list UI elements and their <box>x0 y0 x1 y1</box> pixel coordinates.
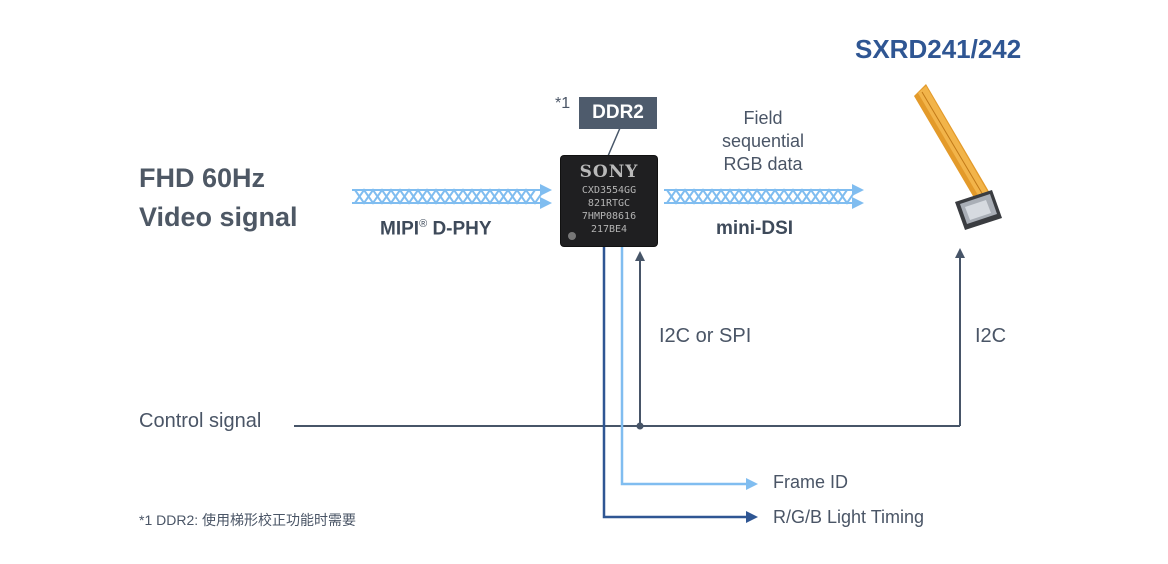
ddr2-note-mark: *1 <box>555 95 571 112</box>
sxrd-device-image <box>914 84 1002 230</box>
control-signal-lines <box>294 248 965 427</box>
mipi-dphy-label: MIPI® D-PHY <box>380 218 492 240</box>
control-junction-dot <box>636 422 644 430</box>
frame-id-label: Frame ID <box>773 472 849 492</box>
chip-marking-line: 821RTGC <box>587 198 631 209</box>
chip-pin1-dot <box>568 232 576 240</box>
chip-control-link-label: I2C or SPI <box>659 325 752 347</box>
input-signal-line2: Video signal <box>139 202 298 232</box>
control-signal-label: Control signal <box>139 410 262 432</box>
footnote: *1 DDR2: 使用梯形校正功能时需要 <box>139 512 357 528</box>
chip-marking-line: 217BE4 <box>590 224 628 235</box>
mini-dsi-bus <box>664 184 864 209</box>
chip-marking-line: CXD3554GG <box>581 185 637 196</box>
chip-marking-line: 7HMP08616 <box>581 211 637 222</box>
light-timing-line <box>602 246 758 523</box>
chip-brand: SONY <box>579 162 639 182</box>
output-data-label: Field sequential RGB data <box>721 108 805 174</box>
mipi-dphy-bus <box>352 184 552 209</box>
frame-id-line <box>620 246 758 490</box>
light-timing-label: R/G/B Light Timing <box>773 507 925 527</box>
controller-chip: SONY CXD3554GG 821RTGC 7HMP08616 217BE4 <box>561 156 657 246</box>
ddr2-connector <box>607 127 621 157</box>
product-title: SXRD241/242 <box>855 34 1022 64</box>
ddr2-box: DDR2 <box>579 97 657 129</box>
input-signal-line1: FHD 60Hz <box>139 163 266 193</box>
display-control-link-label: I2C <box>975 325 1007 347</box>
mini-dsi-label: mini-DSI <box>716 218 794 239</box>
